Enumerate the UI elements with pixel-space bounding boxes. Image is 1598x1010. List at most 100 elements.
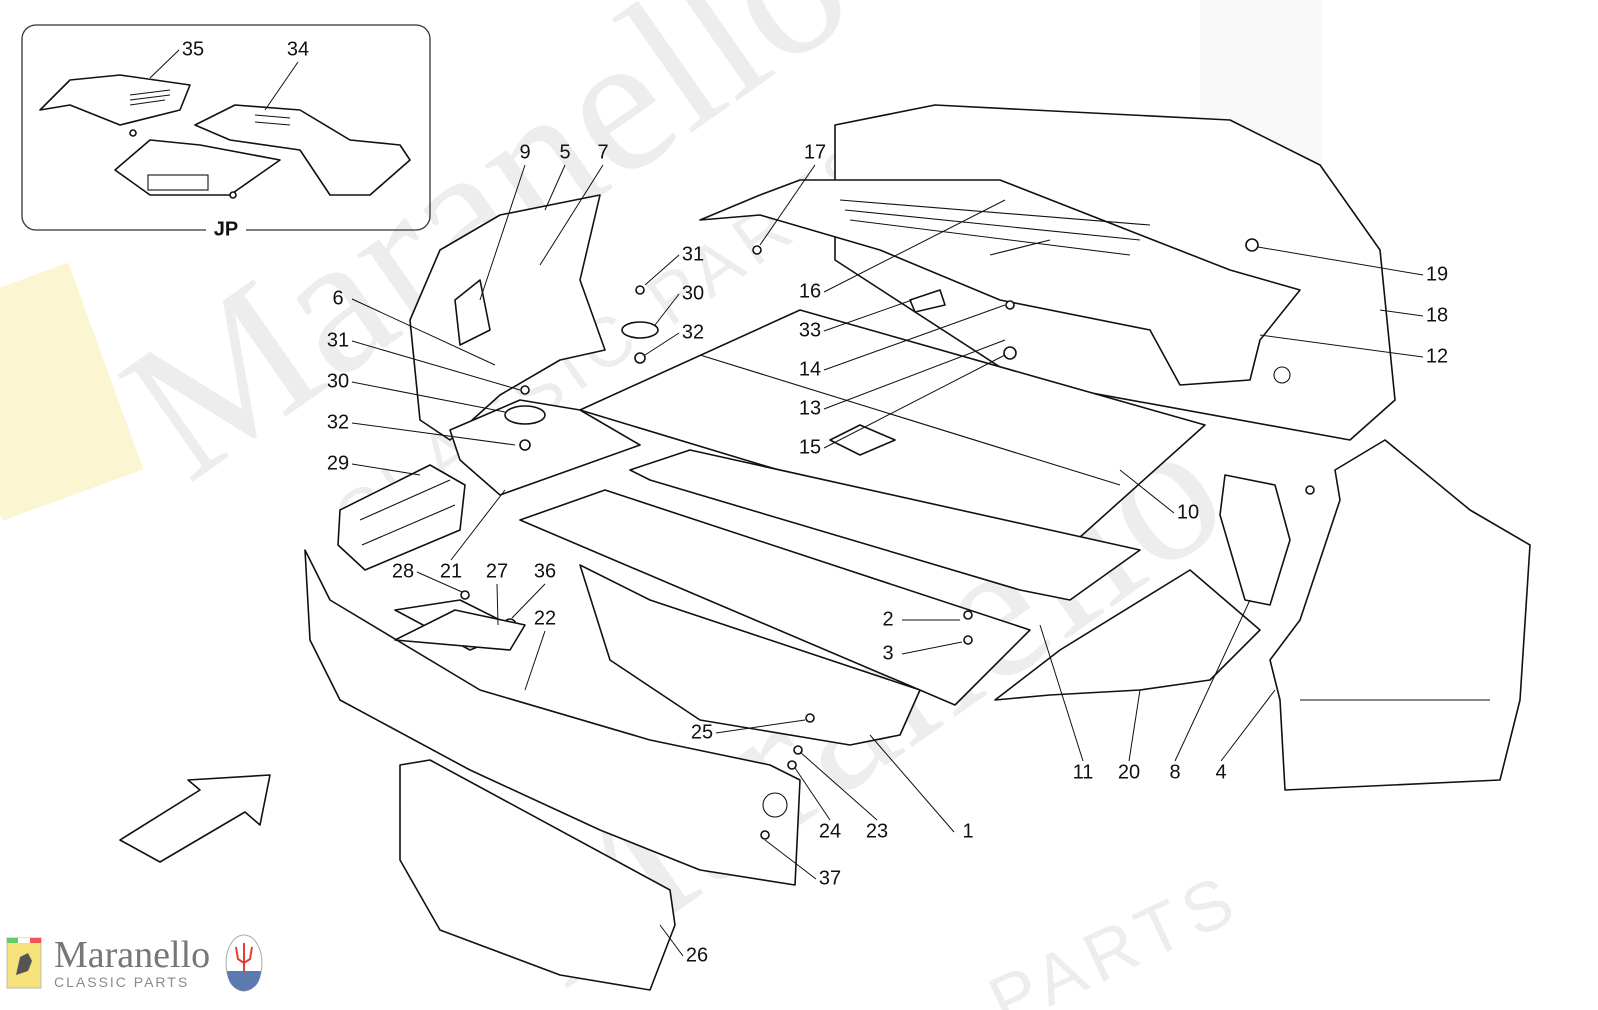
inset-jp: JP [21, 24, 431, 242]
callout-13: 13 [799, 397, 821, 419]
callout-1: 1 [962, 820, 973, 842]
callout-10: 10 [1177, 501, 1199, 523]
leader-line-18 [1379, 309, 1424, 317]
callout-36: 36 [534, 560, 556, 582]
callout-4: 4 [1215, 761, 1226, 783]
callout-23: 23 [866, 820, 888, 842]
part-8-cover-plate [1219, 474, 1291, 606]
leader-line-4 [1220, 689, 1276, 762]
callout-21: 21 [440, 560, 462, 582]
callout-3: 3 [882, 642, 893, 664]
part-4-right-side [1269, 439, 1531, 791]
callout-26: 26 [686, 944, 708, 966]
leader-line-20 [1128, 689, 1141, 762]
direction-arrow [119, 774, 271, 863]
leader-line-10 [1119, 469, 1175, 514]
fasteners [394, 238, 1315, 840]
leader-line-37 [764, 839, 817, 880]
leader-line-6 [351, 298, 496, 366]
callout-25: 25 [691, 721, 713, 743]
callout-34: 34 [287, 38, 309, 60]
leader-line-32 [644, 332, 680, 356]
part-26-cover [399, 759, 676, 991]
callout-28: 28 [392, 560, 414, 582]
callout-12: 12 [1426, 345, 1448, 367]
leader-line-15 [823, 354, 1006, 449]
part-11-tray [519, 449, 1141, 746]
part-5-left-side [409, 194, 641, 496]
leader-line-11 [1039, 624, 1084, 762]
leader-lines [149, 49, 1424, 957]
leader-line-35 [149, 49, 180, 79]
leader-line-3 [901, 641, 963, 655]
callout-18: 18 [1426, 304, 1448, 326]
ferrari-badge-icon [6, 937, 42, 989]
leader-line-9 [479, 164, 526, 301]
leader-line-19 [1257, 246, 1424, 276]
callout-7: 7 [597, 141, 608, 163]
leader-line-36 [511, 583, 546, 619]
callout-9: 9 [519, 141, 530, 163]
leader-line-7 [539, 164, 604, 266]
leader-line-30 [654, 293, 680, 326]
inset-label: JP [214, 218, 238, 240]
callout-37: 37 [819, 867, 841, 889]
logo-title: Maranello [54, 934, 211, 976]
leader-line-31 [351, 340, 521, 391]
leader-line-30 [351, 381, 506, 413]
leader-line-14 [823, 304, 1006, 371]
leader-line-8 [1174, 599, 1251, 762]
leader-line-26 [659, 924, 684, 957]
leader-line-1 [869, 734, 955, 833]
callout-31: 31 [682, 243, 704, 265]
part-18-rear-panel [699, 104, 1396, 441]
leader-line-34 [264, 61, 299, 111]
part-29-vent [337, 464, 466, 571]
callout-33: 33 [799, 319, 821, 341]
callout-30: 30 [682, 282, 704, 304]
leader-line-29 [351, 463, 421, 476]
maranello-logo: Maranello CLASSIC PARTS [6, 928, 264, 998]
callout-35: 35 [182, 38, 204, 60]
callout-15: 15 [799, 436, 821, 458]
callout-5: 5 [559, 141, 570, 163]
callout-16: 16 [799, 280, 821, 302]
callout-6: 6 [332, 287, 343, 309]
leader-line-13 [823, 339, 1006, 410]
callout-27: 27 [486, 560, 508, 582]
part-10-floor-board [579, 309, 1206, 556]
callout-31: 31 [327, 329, 349, 351]
leader-line-24 [794, 767, 831, 821]
leader-line-31 [644, 254, 680, 286]
callout-20: 20 [1118, 761, 1140, 783]
logo-subtitle: CLASSIC PARTS [54, 974, 190, 990]
callout-32: 32 [327, 411, 349, 433]
leader-line-27 [496, 583, 499, 626]
callout-32: 32 [682, 321, 704, 343]
callout-29: 29 [327, 452, 349, 474]
leader-line-17 [759, 164, 816, 246]
leader-line-5 [544, 164, 566, 211]
leader-line-21 [450, 489, 506, 561]
leader-line-23 [799, 751, 878, 821]
callout-30: 30 [327, 370, 349, 392]
leader-line-28 [416, 571, 463, 593]
callout-19: 19 [1426, 263, 1448, 285]
callout-22: 22 [534, 607, 556, 629]
part-20-bracket [994, 569, 1261, 701]
leader-line-25 [715, 719, 806, 734]
callout-24: 24 [819, 820, 841, 842]
callout-11: 11 [1073, 761, 1094, 783]
leader-line-12 [1259, 334, 1424, 358]
leader-line-22 [524, 630, 546, 691]
maserati-badge-icon [225, 934, 263, 992]
callout-14: 14 [799, 358, 821, 380]
leader-line-16 [823, 199, 1006, 293]
leader-line-32 [351, 422, 516, 446]
callout-2: 2 [882, 608, 893, 630]
leader-line-33 [823, 299, 913, 332]
svg-text:PARTS: PARTS [977, 858, 1252, 1010]
